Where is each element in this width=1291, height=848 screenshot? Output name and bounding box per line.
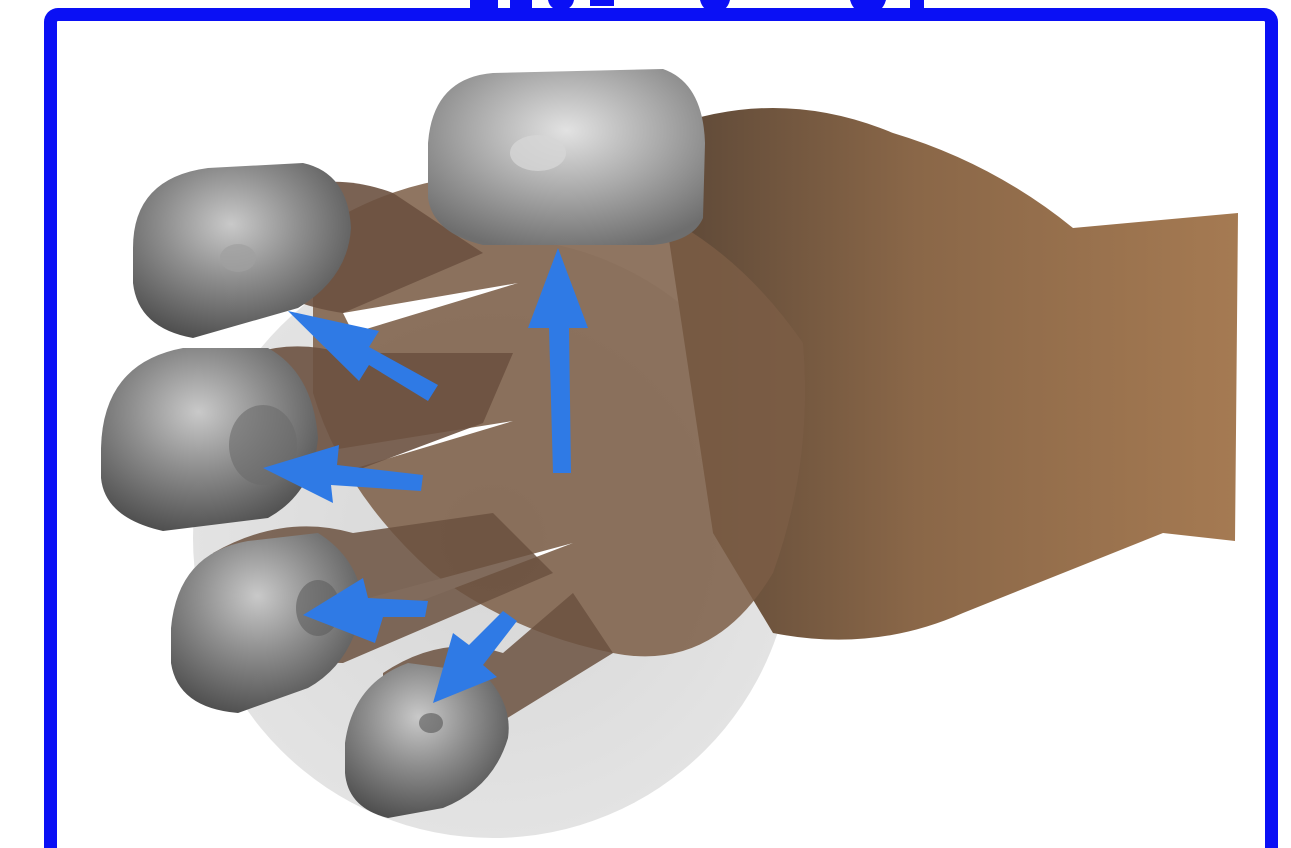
thumb-fingertip-cap xyxy=(428,69,705,245)
hand-grasp-illustration xyxy=(57,21,1278,848)
figure-frame xyxy=(44,8,1278,848)
